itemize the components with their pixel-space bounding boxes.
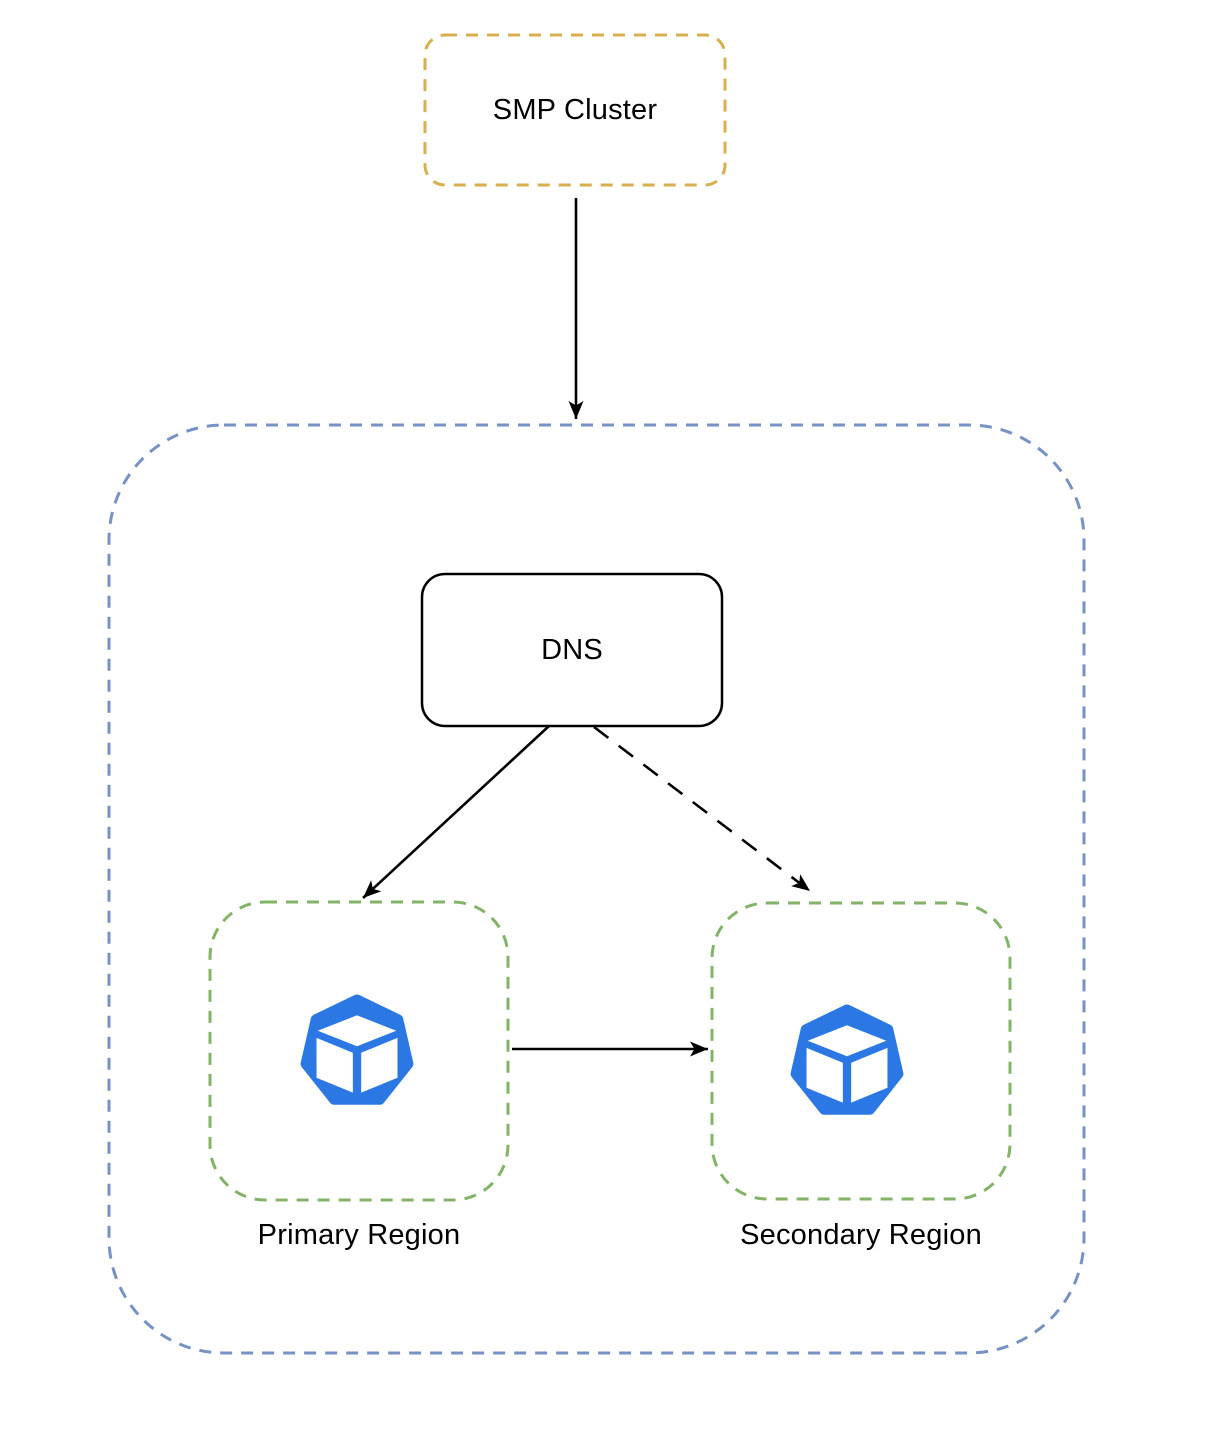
smp-cluster-label: SMP Cluster — [492, 93, 658, 126]
secondary-region-label: Secondary Region — [740, 1218, 982, 1251]
primary-region-label: Primary Region — [257, 1218, 461, 1251]
dns-label: DNS — [541, 633, 603, 666]
edge-dns-to-secondary — [593, 725, 811, 893]
dns-box — [420, 572, 724, 728]
smp-cluster-box — [423, 33, 727, 187]
edge-dns-to-primary — [362, 725, 550, 899]
outer-container-box — [107, 423, 1086, 1355]
workload-cube-icon — [306, 1000, 408, 1100]
workload-cube-icon — [796, 1010, 898, 1110]
